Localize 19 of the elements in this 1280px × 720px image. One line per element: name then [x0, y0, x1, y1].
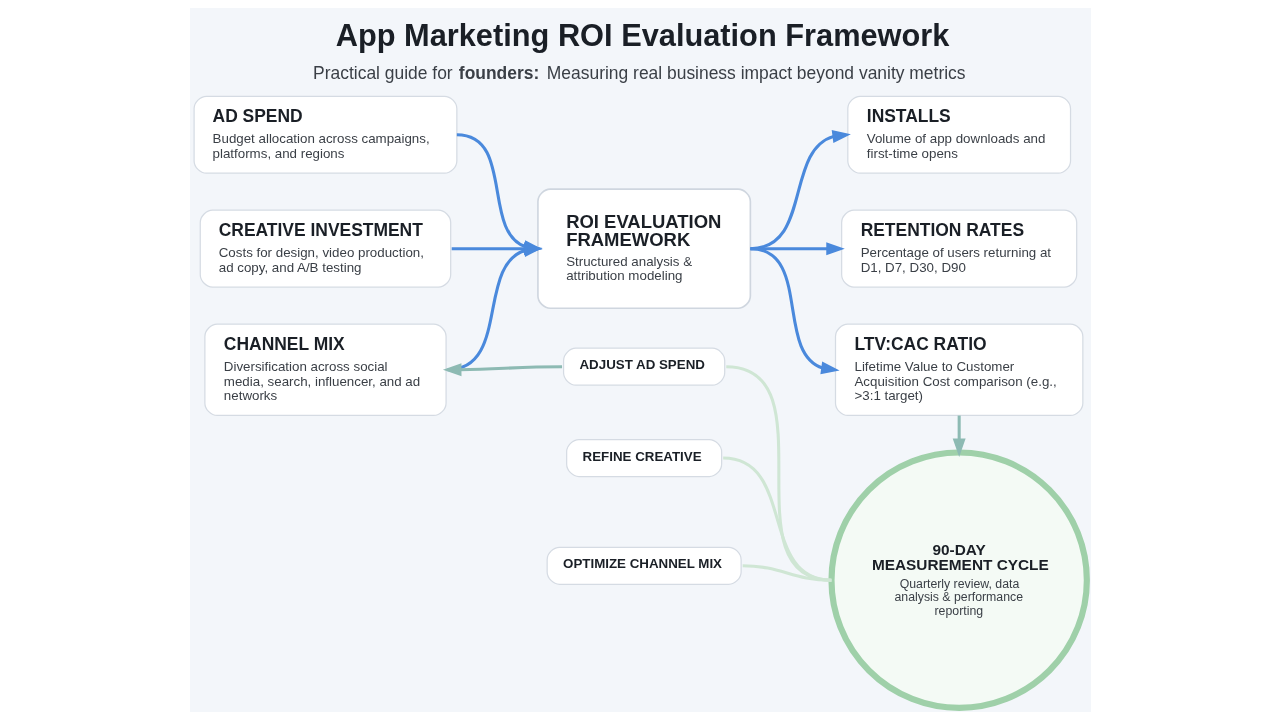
- node-box: INSTALLS Volume of app downloads and first-time opens: [846, 95, 1071, 174]
- arrow: [442, 363, 562, 377]
- caption: Practical guide for founders: Measuring real business impact beyond vanity metrics: [312, 63, 966, 84]
- node-box: ROI EVALUATION FRAMEWORK Structured analysis & attribution modeling: [536, 188, 751, 309]
- node-box: LTV:CAC RATIO Lifetime Value to Customer Acquisition Cost comparison (e.g., >3:1 target): [834, 323, 1083, 417]
- connector: [742, 564, 831, 582]
- node-box: CHANNEL MIX Diversification across social media, search, influencer, and ad networks: [203, 323, 447, 417]
- node-box: REFINE CREATIVE: [565, 438, 722, 478]
- node-box: AD SPEND Budget allocation across campaigns, platforms, and regions: [193, 95, 457, 174]
- node-box: CREATIVE INVESTMENT Costs for design, video production, ad copy, and A/B testing: [199, 209, 451, 288]
- node-box: OPTIMIZE CHANNEL MIX: [546, 546, 742, 585]
- node-box: RETENTION RATES Percentage of users returning at D1, D7, D30, D90: [840, 209, 1077, 288]
- connector: [725, 365, 832, 582]
- node-box: ADJUST AD SPEND: [562, 347, 725, 386]
- connector: [722, 456, 832, 582]
- diagram-title: App Marketing ROI Evaluation Framework: [335, 17, 949, 53]
- node-circle: 90-DAY MEASUREMENT CYCLE Quarterly review, data analysis & performance reporting: [827, 449, 1090, 711]
- arrow: [952, 415, 966, 458]
- arrow: [749, 247, 840, 375]
